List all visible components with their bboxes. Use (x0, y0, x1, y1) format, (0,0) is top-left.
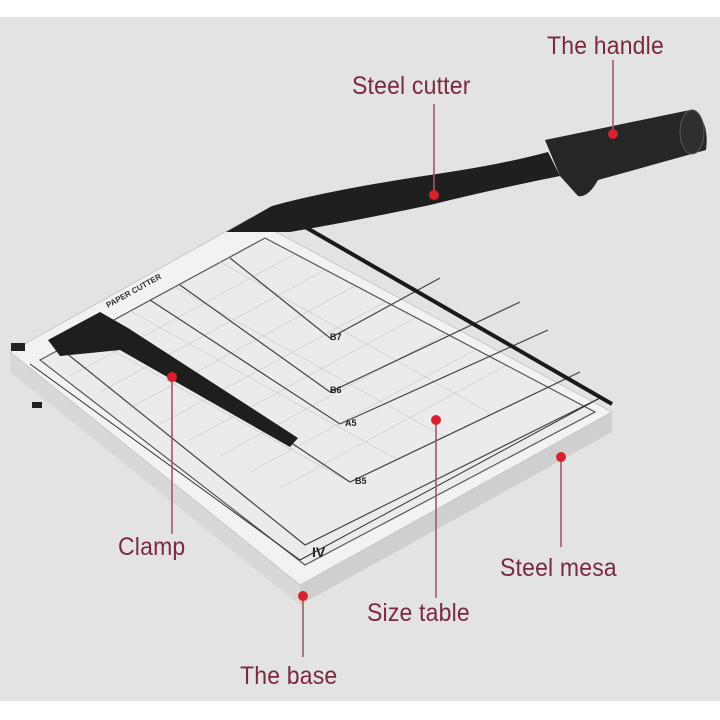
grid-lines (69, 253, 506, 489)
label-the-handle: The handle (547, 32, 664, 60)
handle-grip[interactable] (545, 110, 707, 197)
size-outlines (59, 257, 601, 546)
steel-cutter-marker-dot (429, 190, 439, 200)
svg-text:B5: B5 (355, 476, 367, 486)
handle-marker-dot (608, 129, 618, 139)
base-foot (11, 343, 25, 351)
base-foot (32, 402, 42, 408)
svg-text:IV: IV (312, 544, 326, 560)
base-marker-dot (298, 591, 308, 601)
board-base-front (300, 412, 612, 605)
svg-text:B6: B6 (330, 385, 342, 395)
steel-cutter-arm[interactable] (226, 152, 560, 232)
clamp-marker-dot (167, 372, 177, 382)
handle-end-cap (679, 109, 705, 155)
size-table-grid (38, 237, 597, 566)
board-base-side (10, 352, 300, 605)
front-ruler (29, 363, 601, 561)
svg-text:A5: A5 (345, 418, 357, 428)
label-steel-mesa: Steel mesa (500, 554, 617, 582)
leader-lines (171, 60, 614, 657)
label-steel-cutter: Steel cutter (352, 72, 471, 100)
blade-edge (299, 222, 613, 406)
label-clamp: Clamp (118, 533, 186, 561)
svg-text:B7: B7 (330, 332, 342, 342)
label-the-base: The base (240, 662, 338, 690)
size-marks: B7 B6 A5 B5 IV (312, 332, 367, 560)
steel-mesa-marker-dot (556, 452, 566, 462)
marker-dots (167, 129, 618, 601)
label-size-table: Size table (367, 599, 470, 627)
size-table-marker-dot (431, 415, 441, 425)
